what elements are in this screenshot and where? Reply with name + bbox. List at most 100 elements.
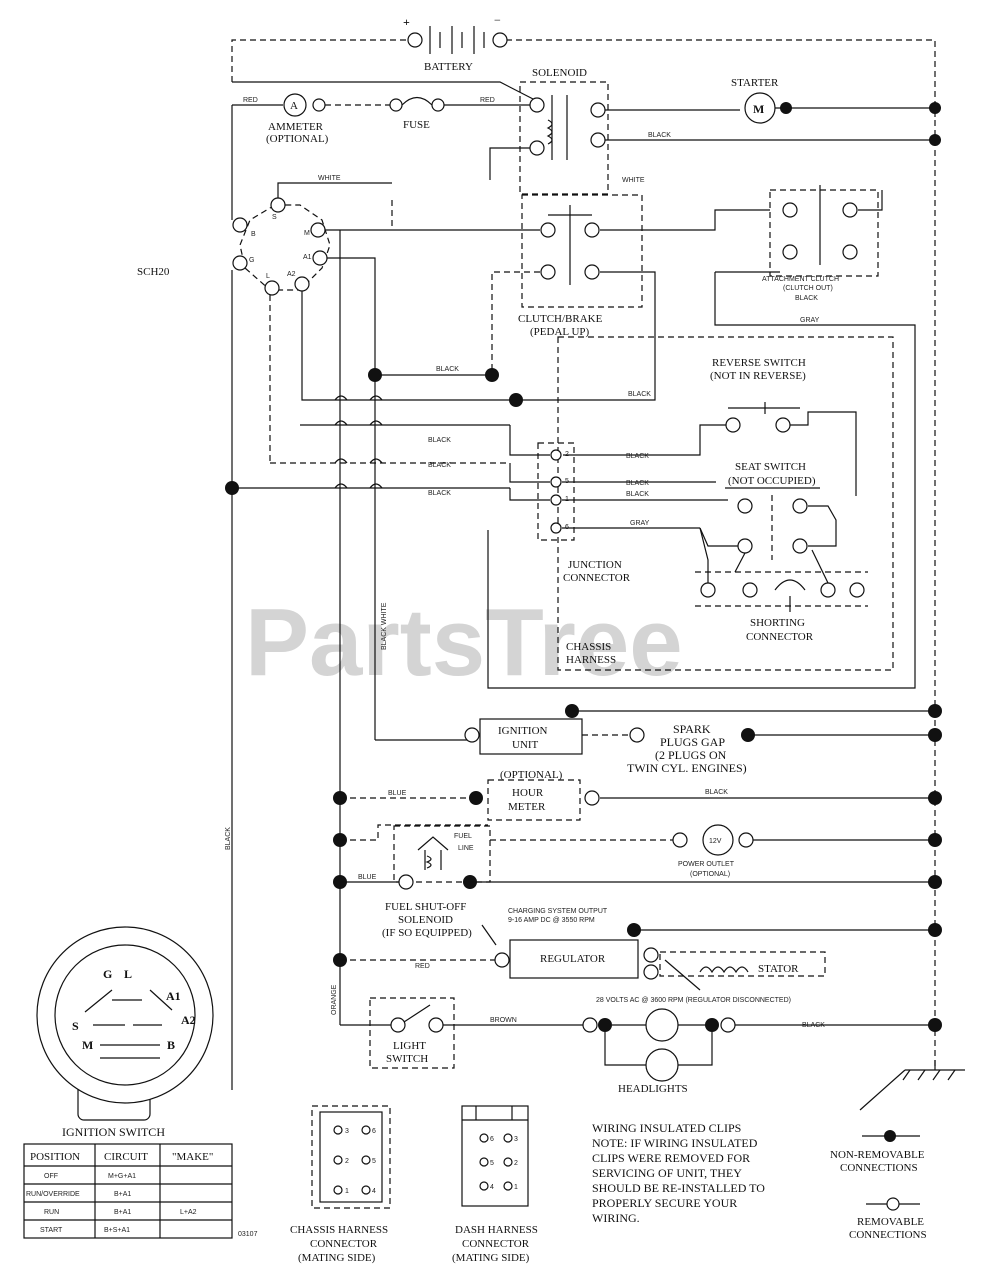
outlet-symbol: 12V	[709, 838, 722, 845]
svg-text:S: S	[72, 1019, 79, 1033]
ammeter-symbol: A	[290, 100, 298, 112]
svg-text:(MATING SIDE): (MATING SIDE)	[452, 1252, 530, 1264]
svg-text:CHASSIS HARNESS: CHASSIS HARNESS	[290, 1224, 388, 1236]
svg-text:STATOR: STATOR	[758, 963, 799, 975]
spark-plugs: SPARK PLUGS GAP (2 PLUGS ON TWIN CYL. EN…	[627, 722, 747, 775]
svg-text:A2: A2	[287, 271, 296, 278]
svg-text:SEAT SWITCH: SEAT SWITCH	[735, 461, 806, 473]
svg-text:SHOULD BE RE-INSTALLED TO: SHOULD BE RE-INSTALLED TO	[592, 1181, 765, 1195]
svg-text:B: B	[251, 231, 256, 238]
reverse-switch: REVERSE SWITCH (NOT IN REVERSE)	[563, 357, 857, 496]
svg-text:SWITCH: SWITCH	[386, 1053, 428, 1065]
svg-text:HOUR: HOUR	[512, 787, 544, 799]
svg-text:B: B	[167, 1038, 175, 1052]
ground-symbol	[859, 1060, 965, 1111]
battery: + − BATTERY	[231, 13, 936, 120]
svg-text:BLACK WHITE: BLACK WHITE	[381, 602, 388, 650]
svg-text:(NOT IN REVERSE): (NOT IN REVERSE)	[710, 370, 806, 382]
svg-text:BLACK: BLACK	[436, 366, 459, 373]
svg-text:START: START	[40, 1227, 63, 1234]
svg-text:WIRING.: WIRING.	[592, 1211, 640, 1225]
svg-text:BLACK: BLACK	[648, 132, 671, 139]
svg-text:(IF SO EQUIPPED): (IF SO EQUIPPED)	[382, 927, 472, 939]
svg-text:JUNCTION: JUNCTION	[568, 559, 622, 571]
seat-switch: SEAT SWITCH (NOT OCCUPIED)	[699, 461, 837, 560]
svg-text:ATTACHMENT CLUTCH: ATTACHMENT CLUTCH	[762, 276, 839, 283]
svg-text:PLUGS GAP: PLUGS GAP	[660, 735, 725, 749]
chassis-harness-connector: 3 6 2 5 1 4 CHASSIS HARNESS CONNECTOR (M…	[290, 1105, 391, 1264]
svg-text:CONNECTOR: CONNECTOR	[462, 1238, 530, 1250]
svg-text:L+A2: L+A2	[180, 1209, 197, 1216]
svg-text:28 VOLTS AC @ 3600 RPM (REGULA: 28 VOLTS AC @ 3600 RPM (REGULATOR DISCON…	[596, 997, 791, 1004]
starter: M STARTER	[731, 77, 941, 146]
solenoid: SOLENOID BLACK WHITE	[489, 67, 935, 195]
svg-text:B+A1: B+A1	[114, 1191, 131, 1198]
svg-text:B+A1: B+A1	[114, 1209, 131, 1216]
svg-text:GRAY: GRAY	[630, 520, 650, 527]
svg-text:(OPTIONAL): (OPTIONAL)	[690, 871, 730, 878]
svg-text:SHORTING: SHORTING	[750, 617, 805, 629]
svg-text:A1: A1	[166, 989, 181, 1003]
svg-text:G: G	[103, 967, 112, 981]
svg-text:5: 5	[490, 1160, 494, 1167]
non-removable-connection-icon	[884, 1130, 896, 1142]
svg-text:A1: A1	[303, 254, 312, 261]
ignition-unit: IGNITION UNIT	[375, 704, 942, 755]
svg-text:S: S	[272, 214, 277, 221]
svg-text:L: L	[266, 273, 270, 280]
svg-text:(PEDAL UP): (PEDAL UP)	[530, 326, 590, 338]
shorting-connector: SHORTING CONNECTOR	[695, 527, 868, 643]
svg-text:SERVICING OF UNIT, THEY: SERVICING OF UNIT, THEY	[592, 1166, 742, 1180]
svg-text:(OPTIONAL): (OPTIONAL)	[500, 769, 563, 781]
svg-text:BLACK: BLACK	[428, 462, 451, 469]
svg-text:M: M	[304, 230, 310, 237]
svg-text:2: 2	[345, 1158, 349, 1165]
svg-text:BLACK: BLACK	[428, 437, 451, 444]
svg-text:FUEL: FUEL	[454, 833, 472, 840]
svg-text:HEADLIGHTS: HEADLIGHTS	[618, 1083, 688, 1095]
svg-text:6: 6	[490, 1136, 494, 1143]
ignition-switch-face: G L A1 A2 S M B IGNITION SWITCH	[36, 926, 214, 1139]
svg-text:OFF: OFF	[44, 1173, 58, 1180]
svg-text:FUEL SHUT-OFF: FUEL SHUT-OFF	[385, 901, 466, 913]
svg-text:REVERSE SWITCH: REVERSE SWITCH	[712, 357, 806, 369]
svg-text:SOLENOID: SOLENOID	[398, 914, 453, 926]
svg-text:AMMETER: AMMETER	[268, 121, 324, 133]
removable-connection-icon	[886, 1197, 900, 1211]
power-outlet: 12V POWER OUTLET (OPTIONAL)	[333, 824, 942, 878]
svg-text:(MATING SIDE): (MATING SIDE)	[298, 1252, 376, 1264]
ammeter: A AMMETER (OPTIONAL) RED	[231, 93, 329, 220]
svg-text:CONNECTIONS: CONNECTIONS	[849, 1229, 927, 1241]
watermark: PartsTree	[245, 589, 683, 696]
ignition-table: POSITION CIRCUIT "MAKE" OFF M+G+A1 RUN/O…	[23, 1143, 233, 1239]
svg-text:SOLENOID: SOLENOID	[532, 67, 587, 79]
svg-text:M: M	[82, 1038, 93, 1052]
svg-text:LINE: LINE	[458, 845, 474, 852]
fuse-label: FUSE	[403, 119, 430, 131]
svg-text:CLUTCH/BRAKE: CLUTCH/BRAKE	[518, 313, 603, 325]
wiring-clips-note: WIRING INSULATED CLIPS NOTE: IF WIRING I…	[592, 1121, 765, 1225]
svg-text:SPARK: SPARK	[673, 722, 711, 736]
fuse: FUSE RED	[325, 96, 530, 131]
svg-text:4: 4	[372, 1188, 376, 1195]
svg-text:(NOT OCCUPIED): (NOT OCCUPIED)	[728, 475, 816, 487]
hour-meter: (OPTIONAL) HOUR METER BLUE BLACK	[333, 769, 942, 821]
chassis-harness-label: CHASSIS	[566, 641, 611, 653]
svg-text:WHITE: WHITE	[318, 175, 341, 182]
svg-text:IGNITION: IGNITION	[498, 725, 548, 737]
svg-text:2: 2	[565, 451, 569, 458]
svg-text:BLACK: BLACK	[626, 453, 649, 460]
svg-text:1: 1	[514, 1184, 518, 1191]
svg-text:9-16 AMP DC @ 3550 RPM: 9-16 AMP DC @ 3550 RPM	[508, 917, 595, 924]
svg-text:BLACK: BLACK	[795, 295, 818, 302]
svg-text:WIRING INSULATED CLIPS: WIRING INSULATED CLIPS	[592, 1121, 741, 1135]
svg-text:DASH HARNESS: DASH HARNESS	[455, 1224, 538, 1236]
svg-text:METER: METER	[508, 801, 546, 813]
svg-text:NOTE: IF WIRING INSULATED: NOTE: IF WIRING INSULATED	[592, 1136, 758, 1150]
svg-text:PROPERLY SECURE YOUR: PROPERLY SECURE YOUR	[592, 1196, 737, 1210]
svg-text:−: −	[494, 13, 501, 27]
junction-connector: 2 5 1 6 JUNCTION CONNECTOR BLACK BLACK B…	[225, 424, 728, 584]
svg-text:CLIPS WERE REMOVED FOR: CLIPS WERE REMOVED FOR	[592, 1151, 750, 1165]
svg-text:2: 2	[514, 1160, 518, 1167]
